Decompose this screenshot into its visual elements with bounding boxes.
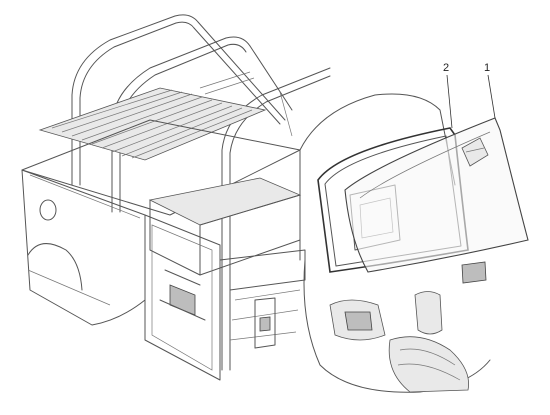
callout-1-leader — [487, 74, 496, 119]
callout-2-leader — [446, 74, 453, 129]
cargo-bed — [38, 87, 267, 161]
callout-1-label: 1 — [484, 62, 490, 74]
front-cab — [299, 93, 491, 393]
cab-body — [21, 119, 306, 381]
callout-1: 1 — [484, 62, 496, 119]
callout-2-label: 2 — [443, 62, 449, 74]
callout-2: 2 — [443, 62, 453, 129]
windscreen-glass-part-1 — [344, 117, 529, 273]
